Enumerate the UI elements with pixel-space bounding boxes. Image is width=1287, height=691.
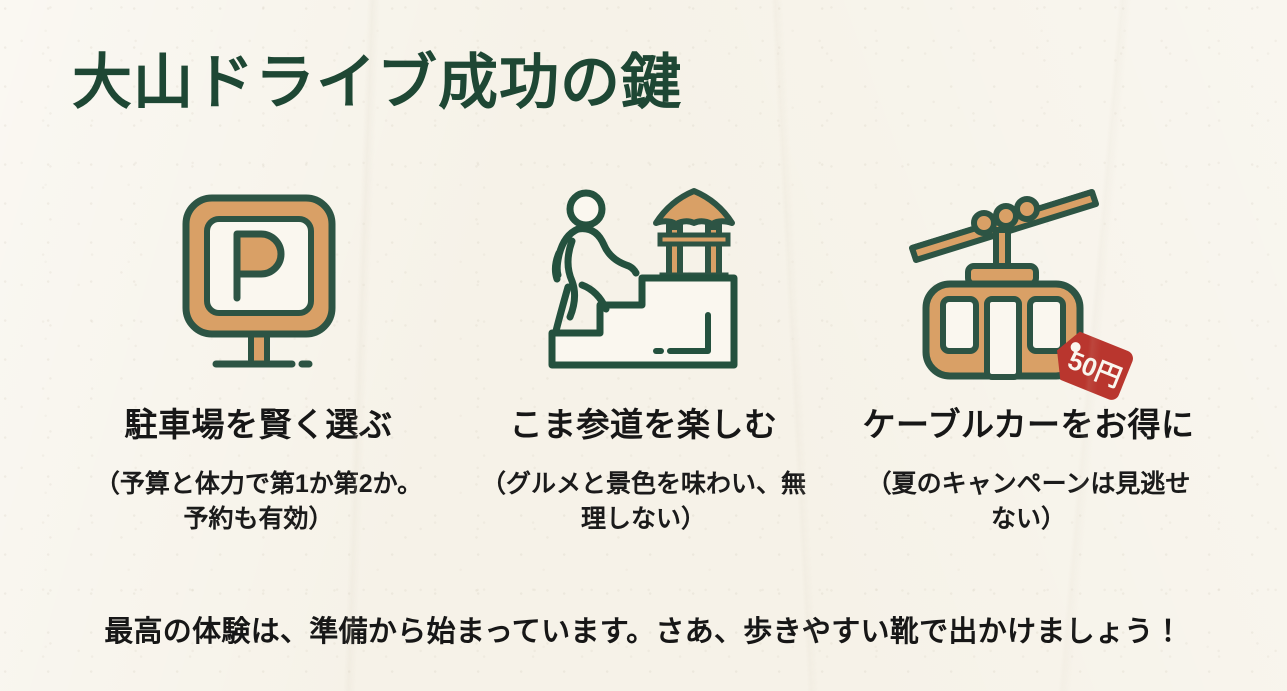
- person-climbing-stairs-shrine-icon: [514, 178, 774, 378]
- feature-column-approach-road: こま参道を楽しむ （グルメと景色を味わい、無理しない）: [451, 178, 836, 538]
- column-subtitle: （予算と体力で第1か第2か。予約も有効）: [94, 469, 423, 534]
- column-title: 駐車場を賢く選ぶ: [124, 406, 393, 443]
- column-subtitle: （グルメと景色を味わい、無理しない）: [480, 469, 806, 534]
- page-title: 大山ドライブ成功の鍵: [72, 50, 682, 116]
- column-title: こま参道を楽しむ: [509, 406, 778, 443]
- column-title: ケーブルカーをお得に: [862, 406, 1195, 443]
- column-subtitle: （夏のキャンペーンは見逃せない）: [866, 469, 1191, 534]
- feature-columns: 駐車場を賢く選ぶ （予算と体力で第1か第2か。予約も有効）: [0, 178, 1287, 538]
- cable-car-price-tag-icon: 50円: [899, 178, 1159, 400]
- feature-column-parking: 駐車場を賢く選ぶ （予算と体力で第1か第2か。予約も有効）: [66, 178, 451, 538]
- parking-sign-icon: [129, 178, 389, 378]
- footer-note: 最高の体験は、準備から始まっています。さあ、歩きやすい靴で出かけましょう！: [104, 616, 1183, 648]
- feature-column-cable-car: 50円 ケーブルカーをお得に （夏のキャンペーンは見逃せない）: [836, 178, 1221, 538]
